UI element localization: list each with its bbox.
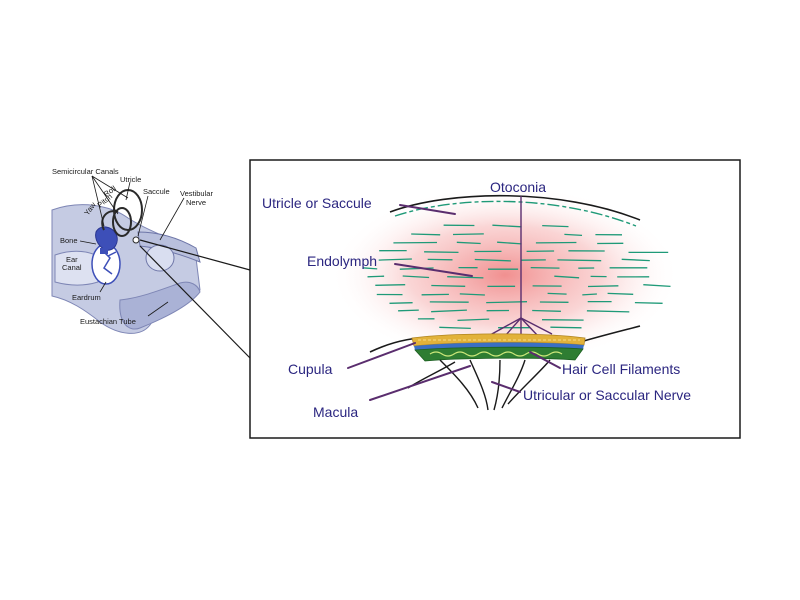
zoom-line-bottom xyxy=(139,245,251,359)
canal-pitch xyxy=(112,207,132,237)
endolymph-dash xyxy=(378,258,412,261)
label-utricle-or-saccule: Utricle or Saccule xyxy=(262,195,372,211)
endolymph-dash xyxy=(557,259,602,262)
endolymph-dash xyxy=(452,233,484,236)
endolymph-lines xyxy=(362,224,671,330)
endolymph-dash xyxy=(411,233,441,236)
endolymph-dash xyxy=(447,276,484,279)
inner-ear-overview: Semicircular Canals Roll Pitch Yaw Utric… xyxy=(51,167,251,359)
endolymph-dash xyxy=(456,241,481,245)
label-eustachian-tube: Eustachian Tube xyxy=(80,317,136,326)
endolymph-dash xyxy=(564,233,583,237)
nerve-fibers xyxy=(407,359,551,411)
label-otoconia: Otoconia xyxy=(490,179,546,195)
label-nerve: Nerve xyxy=(186,198,206,207)
endolymph-dash xyxy=(362,267,378,270)
vestibule-shape xyxy=(95,226,118,251)
endolymph-dash xyxy=(547,292,567,295)
label-utricular-or-saccular-nerve: Utricular or Saccular Nerve xyxy=(523,387,691,403)
label-semicircular-canals: Semicircular Canals xyxy=(52,167,119,176)
otoconia-fibers xyxy=(489,196,553,337)
endolymph-dash xyxy=(375,284,406,286)
utricle-wall-top-inner xyxy=(394,200,637,227)
endolymph-dash xyxy=(457,318,490,322)
canal-yaw xyxy=(101,210,119,231)
label-eardrum: Eardrum xyxy=(72,293,101,302)
endolymph-dash xyxy=(439,326,471,330)
endolymph-dash xyxy=(398,309,419,312)
hair-cell-interface xyxy=(414,342,584,350)
endolymph-dash xyxy=(582,293,597,296)
detail-leader-lines xyxy=(347,204,561,401)
endolymph-dash xyxy=(550,326,582,329)
endolymph-dash xyxy=(554,275,580,279)
endolymph-dash xyxy=(634,301,663,304)
endolymph-dash xyxy=(532,309,561,312)
utricle-wall-top xyxy=(389,194,641,221)
endolymph-dash xyxy=(459,293,485,296)
endolymph-dash xyxy=(530,266,560,269)
label-hair-cell-filaments: Hair Cell Filaments xyxy=(562,361,680,377)
endolymph-dash xyxy=(643,284,671,288)
endolymph-dash xyxy=(474,258,511,262)
label-canal: Canal xyxy=(62,263,82,272)
overview-leader-lines xyxy=(79,175,185,317)
endolymph-glow xyxy=(330,185,680,365)
endolymph-dash xyxy=(586,310,630,313)
detail-panel: Utricle or Saccule Otoconia Endolymph Cu… xyxy=(249,159,741,439)
zoom-line-top xyxy=(139,239,251,271)
endolymph-dash xyxy=(389,302,413,304)
label-saccule: Saccule xyxy=(143,187,170,196)
macula-cells xyxy=(429,351,563,357)
endolymph-dash xyxy=(431,284,466,287)
endolymph-dash xyxy=(542,224,569,228)
label-endolymph: Endolymph xyxy=(307,253,377,269)
label-vestibular: Vestibular xyxy=(180,189,213,198)
endolymph-dash xyxy=(431,309,467,313)
endolymph-dash xyxy=(492,224,522,228)
endolymph-dash xyxy=(497,241,522,245)
label-bone: Bone xyxy=(60,236,78,245)
label-ear: Ear xyxy=(66,255,78,264)
vestibule-stem xyxy=(100,248,108,254)
label-macula: Macula xyxy=(313,404,358,420)
endolymph-dash xyxy=(607,292,634,295)
utricle-dot xyxy=(132,236,140,244)
endolymph-dash xyxy=(621,258,650,262)
ear-canal-shape xyxy=(54,250,99,286)
endolymph-dash xyxy=(367,275,385,278)
endolymph-dash xyxy=(424,251,459,254)
endolymph-dash xyxy=(486,301,528,304)
label-cupula: Cupula xyxy=(288,361,333,377)
endolymph-dash xyxy=(587,285,619,288)
endolymph-dash xyxy=(402,275,430,279)
eustachian-tube-shape xyxy=(119,281,201,330)
label-utricle: Utricle xyxy=(120,175,141,184)
